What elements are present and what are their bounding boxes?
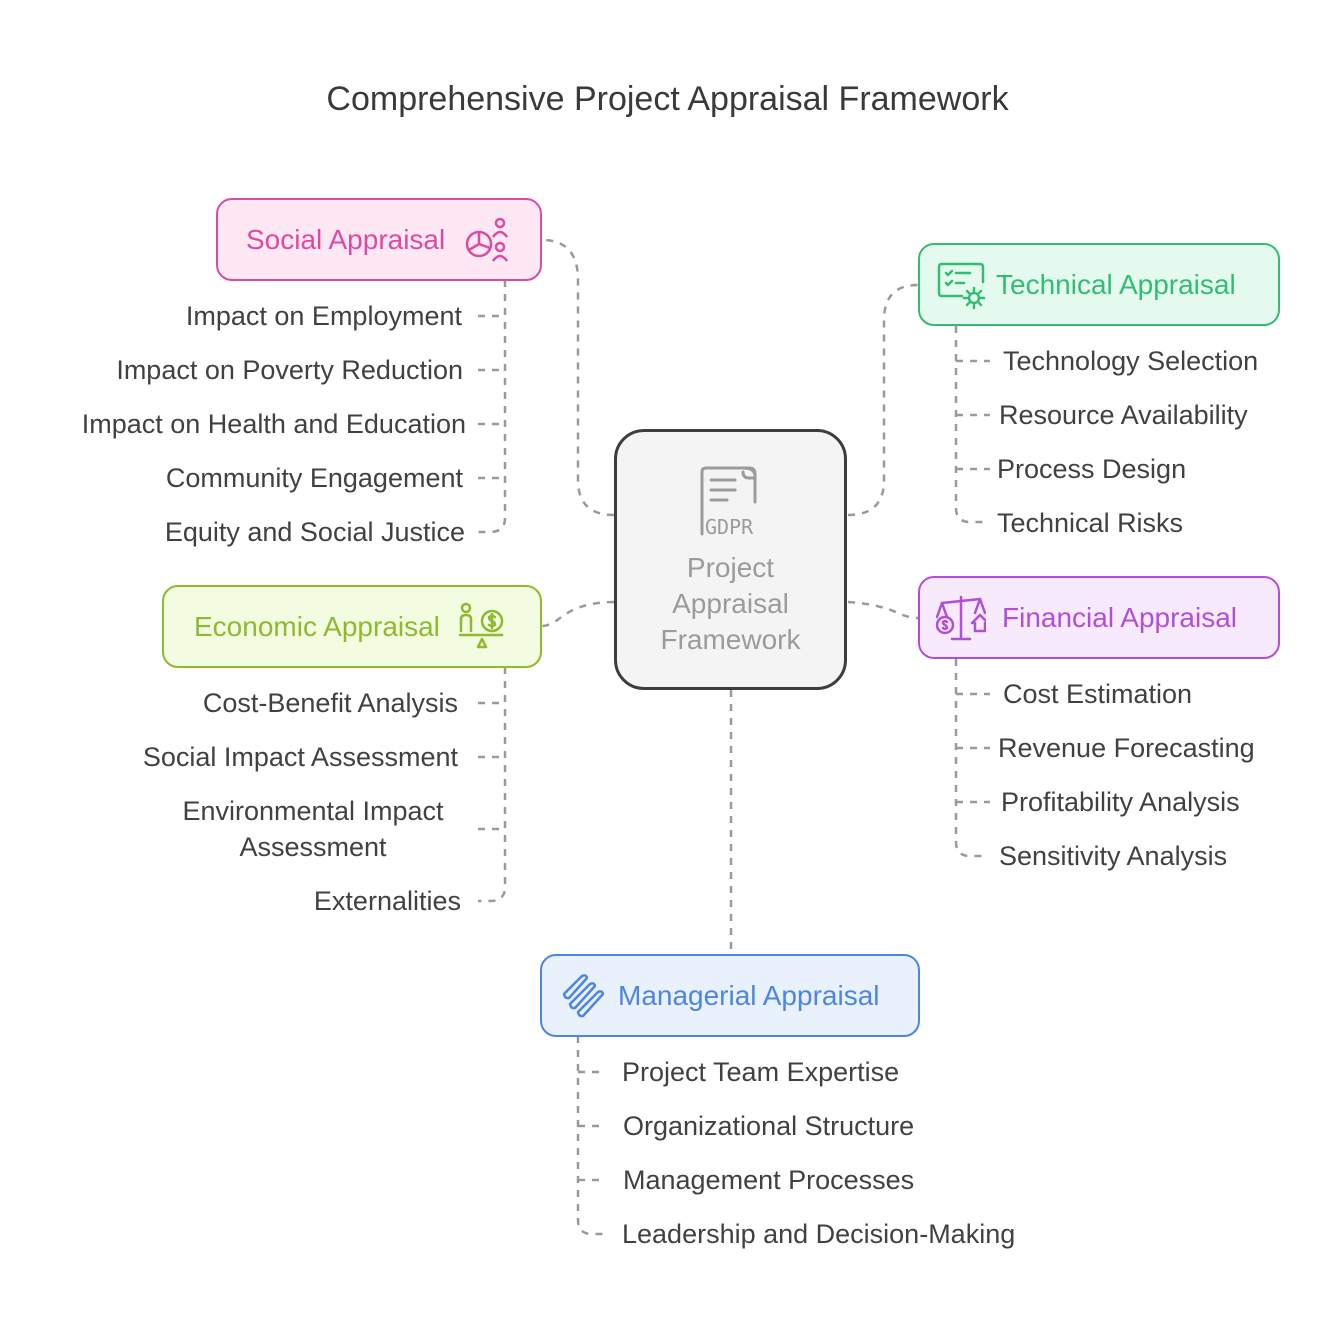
monitor-gear-checklist-icon — [937, 262, 986, 309]
technical-item: Technical Risks — [997, 508, 1184, 538]
technical-item: Technology Selection — [1003, 346, 1259, 376]
social-appraisal-node[interactable]: Social Appraisal — [216, 198, 542, 281]
managerial-appraisal-label: Managerial Appraisal — [618, 979, 880, 1011]
linked-bars-icon — [562, 973, 605, 1017]
trunk-social — [478, 280, 507, 534]
social-item: Community Engagement — [165, 463, 463, 493]
trunk-managerial — [576, 1036, 606, 1236]
balance-scale-money-icon — [936, 595, 986, 640]
managerial-item: Organizational Structure — [623, 1111, 915, 1141]
center-label: Project Appraisal Framework — [660, 552, 801, 655]
economic-item: Social Impact Assessment — [142, 742, 458, 772]
technical-appraisal-node[interactable]: Technical Appraisal — [918, 243, 1280, 326]
social-item: Impact on Health and Education — [81, 409, 466, 439]
center-node: GDPR Project Appraisal Framework — [614, 429, 847, 690]
trunk-financial — [954, 659, 985, 858]
social-item: Equity and Social Justice — [164, 517, 465, 547]
economic-item: Environmental Impact Assessment — [182, 796, 444, 862]
connector-financial — [847, 600, 919, 620]
economic-appraisal-node[interactable]: Economic Appraisal — [162, 585, 542, 668]
connector-social — [541, 238, 615, 517]
trunk-technical — [954, 326, 985, 524]
diagram-title: Comprehensive Project Appraisal Framewor… — [326, 80, 1009, 118]
pie-chart-people-icon — [465, 217, 509, 262]
financial-appraisal-label: Financial Appraisal — [1002, 601, 1238, 633]
financial-item: Cost Estimation — [1003, 679, 1193, 709]
technical-item: Resource Availability — [999, 400, 1248, 430]
financial-item: Profitability Analysis — [1001, 787, 1240, 817]
managerial-item: Management Processes — [623, 1165, 915, 1195]
social-item: Impact on Employment — [185, 301, 462, 331]
managerial-item: Project Team Expertise — [622, 1057, 900, 1087]
financial-item: Revenue Forecasting — [998, 733, 1255, 763]
gdpr-document-icon: GDPR — [700, 466, 757, 539]
economic-appraisal-label: Economic Appraisal — [194, 610, 440, 642]
connector-economic — [541, 600, 615, 628]
connector-technical — [847, 283, 919, 517]
financial-appraisal-node[interactable]: Financial Appraisal — [918, 576, 1280, 659]
person-coin-scale-icon — [458, 602, 504, 648]
economic-item: Externalities — [313, 886, 461, 916]
social-item: Impact on Poverty Reduction — [116, 355, 463, 385]
economic-item: Cost-Benefit Analysis — [202, 688, 458, 718]
svg-text:GDPR: GDPR — [705, 515, 754, 539]
trunk-economic — [478, 667, 507, 903]
managerial-appraisal-node[interactable]: Managerial Appraisal — [540, 954, 920, 1037]
technical-item: Process Design — [997, 454, 1187, 484]
financial-item: Sensitivity Analysis — [999, 841, 1228, 871]
managerial-item: Leadership and Decision-Making — [622, 1219, 1016, 1249]
technical-appraisal-label: Technical Appraisal — [996, 268, 1236, 300]
social-appraisal-label: Social Appraisal — [246, 223, 446, 255]
